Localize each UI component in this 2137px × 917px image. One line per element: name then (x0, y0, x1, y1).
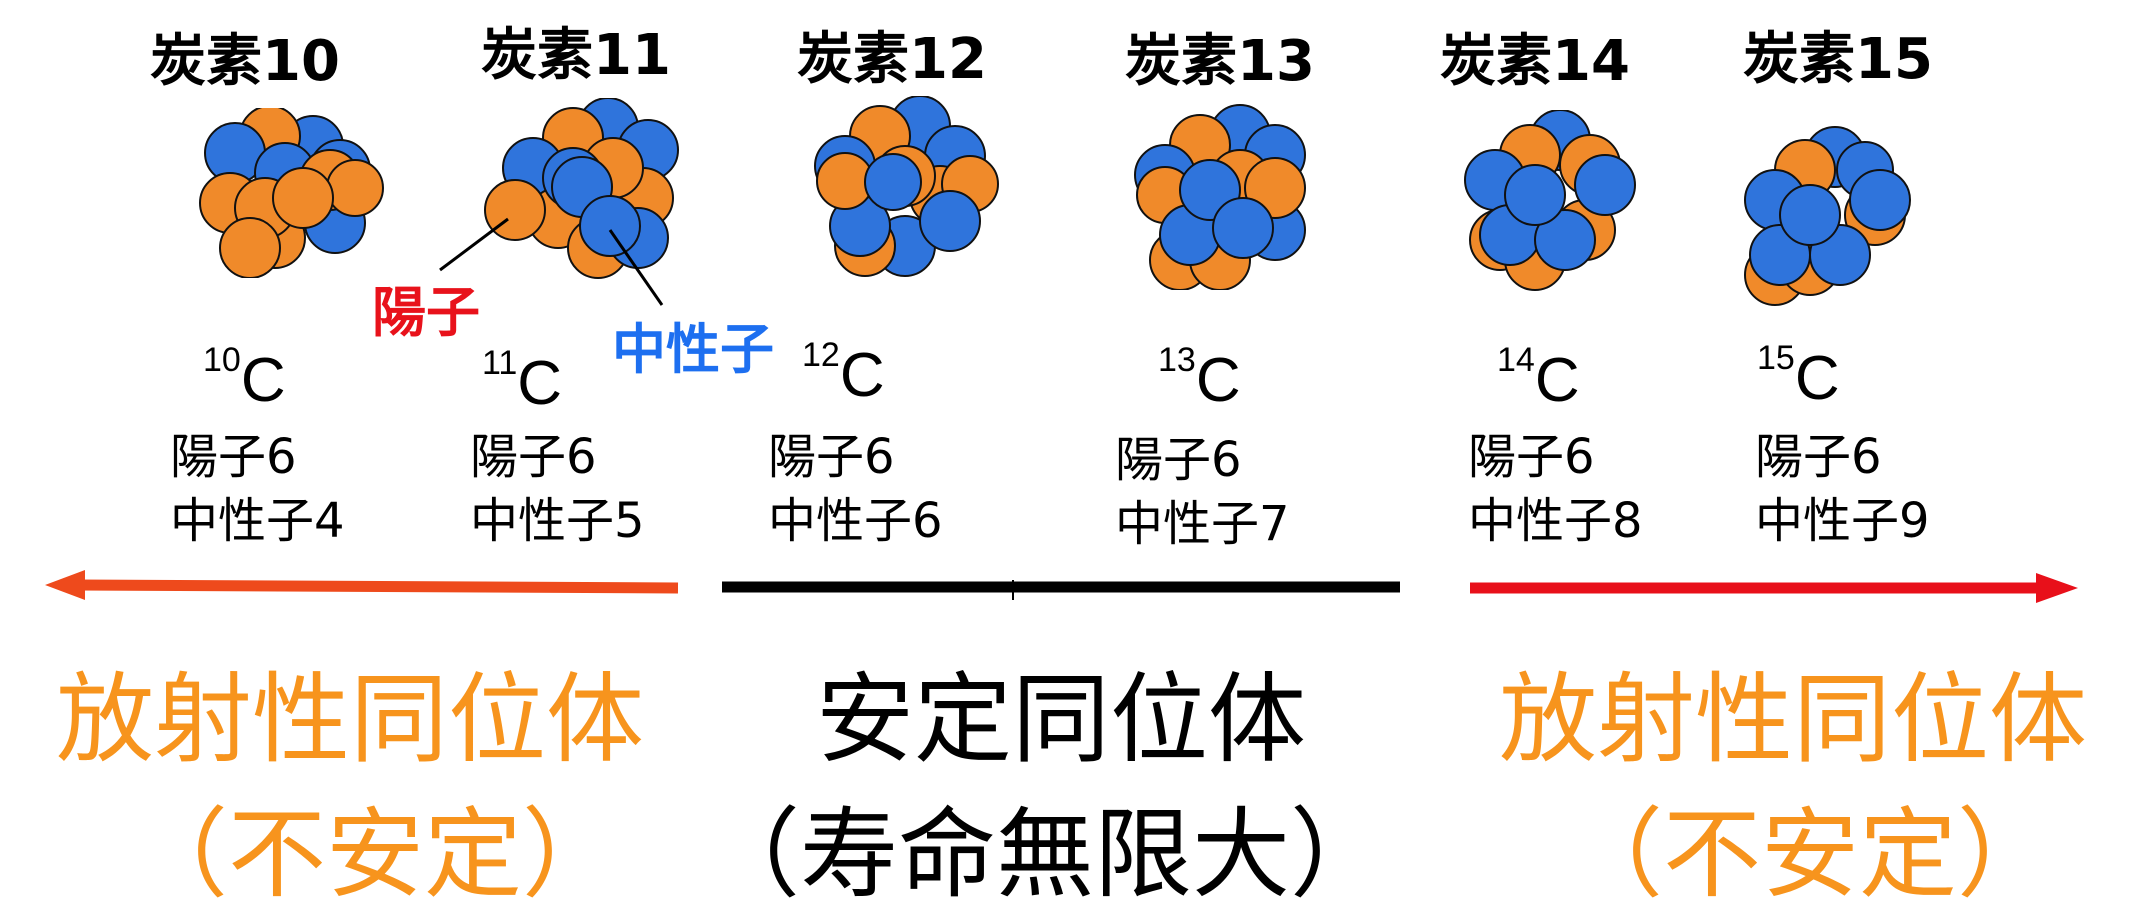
neutrons-c11: 中性子5 (470, 493, 645, 549)
counts-c12: 陽子6 中性子6 (768, 425, 943, 553)
neutrons-c13: 中性子7 (1115, 496, 1290, 552)
isotope-title-c14: 炭素14 (1440, 29, 1630, 94)
proton-legend-label: 陽子 (372, 281, 480, 344)
counts-c11: 陽子6 中性子5 (470, 425, 645, 553)
nucleus-c10 (199, 108, 384, 278)
left-group-subtitle: （不安定） (129, 798, 621, 912)
isotope-title-c10: 炭素10 (150, 29, 340, 94)
counts-c10: 陽子6 中性子4 (170, 425, 345, 553)
nucleus-c13 (1134, 104, 1306, 290)
neutrons-c12: 中性子6 (768, 493, 943, 549)
notation-c11: 11C (482, 344, 563, 418)
notation-c14: 14C (1497, 341, 1580, 415)
neutrons-c15: 中性子9 (1755, 493, 1930, 549)
nucleus-c14 (1464, 110, 1636, 291)
protons-c10: 陽子6 (170, 429, 297, 485)
protons-c13: 陽子6 (1115, 432, 1242, 488)
left-arrow-head (45, 570, 85, 600)
left-radioactive-arrow-line (74, 579, 679, 594)
neutron-pointer-line (608, 229, 664, 306)
right-group-subtitle: （不安定） (1564, 798, 2056, 912)
isotope-title-c13: 炭素13 (1125, 29, 1315, 94)
protons-c14: 陽子6 (1468, 429, 1595, 485)
notation-c10: 10C (203, 341, 286, 415)
neutron-legend-label: 中性子 (612, 318, 774, 381)
notation-c12: 12C (802, 336, 885, 410)
counts-c14: 陽子6 中性子8 (1468, 425, 1643, 553)
nucleus-c12 (814, 96, 999, 277)
right-group-title: 放射性同位体 (1498, 663, 2088, 777)
protons-c15: 陽子6 (1755, 429, 1882, 485)
nucleus-c11 (484, 98, 679, 279)
counts-c13: 陽子6 中性子7 (1115, 428, 1290, 556)
protons-c12: 陽子6 (768, 429, 895, 485)
counts-c15: 陽子6 中性子9 (1755, 425, 1930, 553)
proton-pointer-line (439, 217, 509, 272)
neutrons-c10: 中性子4 (170, 493, 345, 549)
isotope-title-c11: 炭素11 (481, 23, 671, 88)
notation-c15: 15C (1757, 339, 1840, 413)
neutrons-c14: 中性子8 (1468, 493, 1643, 549)
notation-c13: 13C (1158, 341, 1241, 415)
isotope-title-c15: 炭素15 (1743, 27, 1933, 92)
protons-c11: 陽子6 (470, 429, 597, 485)
left-group-title: 放射性同位体 (55, 663, 645, 777)
middle-group-subtitle: （寿命無限大） (701, 798, 1389, 912)
right-arrow-head (2036, 573, 2078, 603)
isotope-title-c12: 炭素12 (797, 27, 987, 92)
nucleus-c15 (1744, 126, 1911, 306)
middle-group-title: 安定同位体 (815, 663, 1307, 777)
